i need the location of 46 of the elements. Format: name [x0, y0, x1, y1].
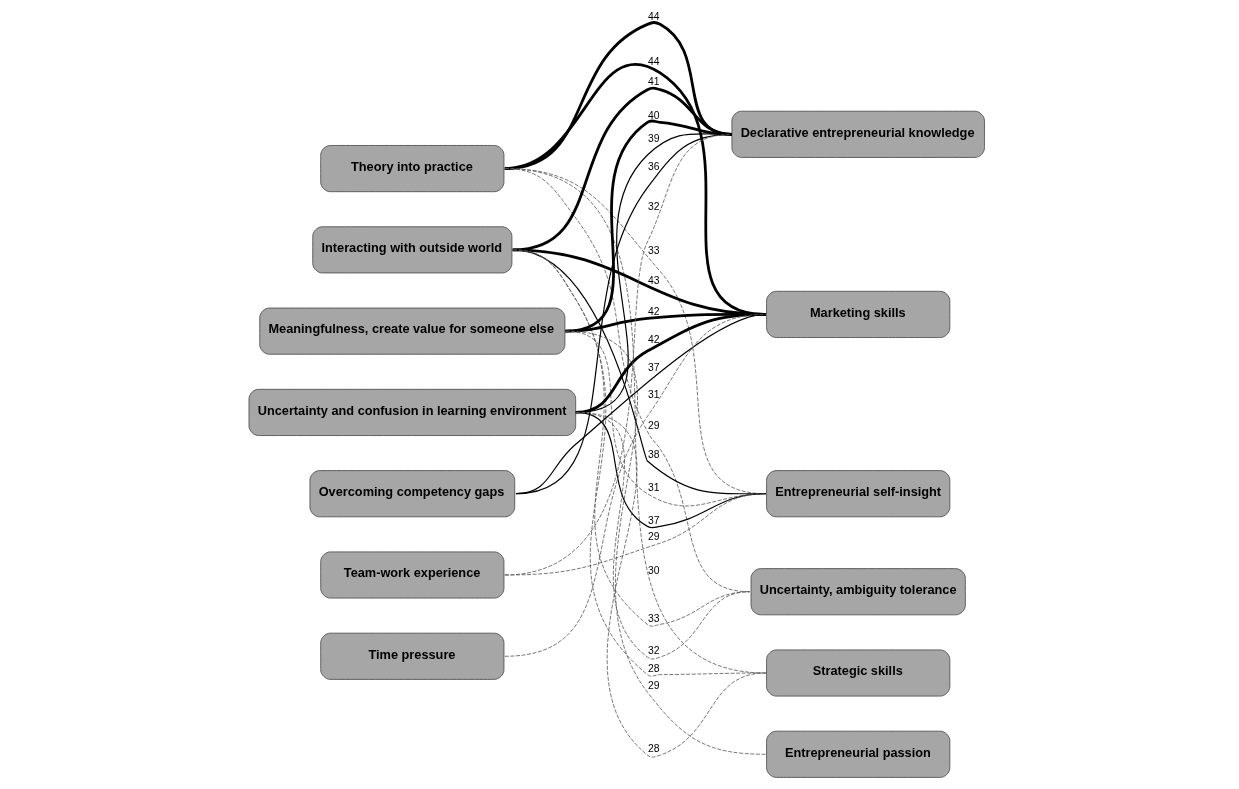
connector	[564, 330, 767, 755]
edge-label: 31	[648, 481, 660, 493]
edge-label: 39	[648, 132, 660, 144]
node-box: Uncertainty, ambiguity tolerance	[750, 568, 966, 616]
node-box: Interacting with outside world	[312, 226, 513, 274]
edge-label: 28	[648, 662, 660, 674]
edge-label: 29	[648, 419, 660, 431]
edge-label: 42	[648, 305, 660, 317]
edge-label: 29	[648, 680, 660, 692]
connector	[512, 249, 767, 495]
node-box: Marketing skills	[766, 290, 951, 338]
node-box: Team-work experience	[320, 551, 505, 599]
connector	[504, 493, 767, 576]
edge-label: 37	[648, 362, 660, 374]
node-box: Meaningfulness, create value for someone else	[259, 307, 566, 355]
connector	[504, 314, 767, 657]
node-box: Entrepreneurial passion	[766, 730, 951, 778]
edge-label: 37	[648, 514, 660, 526]
edge-label: 33	[648, 612, 660, 624]
edge-label: 40	[648, 109, 660, 121]
connector	[515, 313, 767, 495]
edge-label: 28	[648, 743, 660, 755]
node-box: Strategic skills	[766, 649, 951, 697]
edge-label: 33	[648, 245, 660, 257]
node-box: Overcoming competency gaps	[309, 470, 516, 518]
edge-label: 44	[648, 10, 660, 22]
node-box: Time pressure	[320, 632, 505, 680]
edge-label: 36	[648, 160, 660, 172]
edge-label: 43	[648, 274, 660, 286]
connector	[512, 249, 767, 677]
edge-label: 32	[648, 645, 660, 657]
edge-label: 29	[648, 531, 660, 543]
connector	[575, 412, 767, 758]
connector	[504, 168, 767, 674]
node-box: Theory into practice	[320, 145, 505, 193]
edge-label: 42	[648, 333, 660, 345]
node-box: Entrepreneurial self-insight	[766, 470, 951, 518]
edge-label: 31	[648, 388, 660, 400]
edge-label: 44	[648, 55, 660, 67]
edge-label: 38	[648, 449, 660, 461]
node-box: Declarative entrepreneurial knowledge	[731, 110, 985, 158]
connector	[575, 313, 766, 414]
edge-label: 41	[648, 76, 660, 88]
edge-label: 30	[648, 564, 660, 576]
node-box: Uncertainty and confusion in learning environment	[248, 388, 577, 436]
edge-label: 32	[648, 201, 660, 213]
